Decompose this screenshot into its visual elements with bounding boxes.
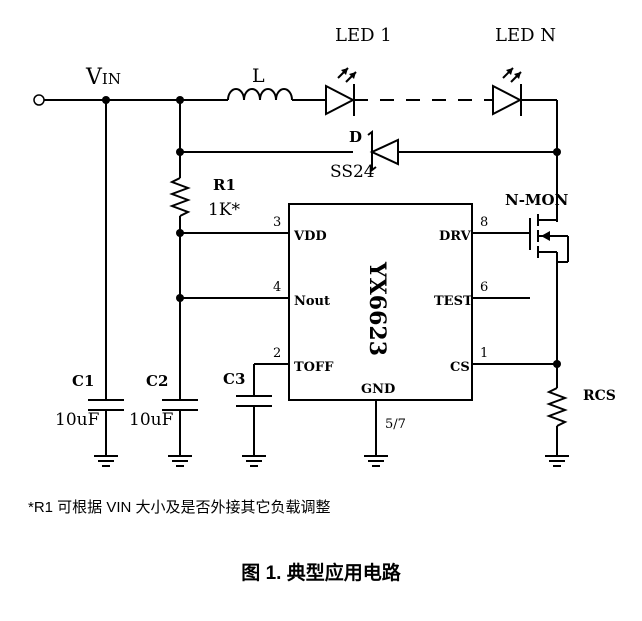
c2-value: 10uF (129, 410, 174, 430)
inductor-label: L (252, 65, 265, 87)
ground-ic (363, 455, 389, 467)
capacitor-c1 (88, 399, 124, 411)
capacitor-c3 (236, 395, 272, 407)
pin-toff-num: 2 (273, 346, 281, 361)
pin-vdd-num: 3 (273, 215, 281, 230)
c3-label: C3 (223, 370, 245, 388)
ic-yx6623 (288, 203, 473, 401)
pin-gnd-num: 5/7 (385, 417, 406, 432)
capacitor-c2 (162, 399, 198, 411)
figure-caption: 图 1. 典型应用电路 (241, 561, 401, 584)
pin-test-num: 6 (480, 280, 488, 295)
c1-value: 10uF (55, 410, 100, 430)
nmos-transistor (529, 214, 569, 263)
rcs-label: RCS (583, 388, 616, 404)
pin-vdd-name: VDD (293, 229, 327, 244)
ground-c3 (241, 455, 267, 467)
pin-drv-name: DRV (439, 229, 472, 244)
ic-name: YX6623 (364, 261, 390, 356)
diode-label: D (349, 128, 362, 146)
nmos-label: N-MON (505, 191, 569, 209)
pin-gnd-name: GND (361, 382, 395, 397)
pin-nout-num: 4 (273, 280, 281, 295)
r1-value: 1K* (208, 200, 241, 220)
pin-test-name: TEST (434, 294, 473, 309)
pin-toff-name: TOFF (294, 360, 334, 375)
pin-nout-name: Nout (294, 294, 330, 309)
ledn-label: LED N (495, 25, 556, 46)
c1-label: C1 (72, 372, 94, 390)
r1-label: R1 (213, 176, 236, 194)
led1-label: LED 1 (335, 25, 392, 46)
vin-terminal (33, 94, 45, 106)
inductor-l (227, 88, 293, 101)
ground-rcs (544, 455, 570, 467)
resistor-r1 (169, 177, 191, 217)
diode-part-label: SS24 (330, 162, 375, 182)
ground-c2 (167, 455, 193, 467)
pin-cs-name: CS (450, 360, 470, 375)
led-1 (325, 67, 357, 116)
vin-label: VIN (85, 65, 121, 90)
footnote: *R1 可根据 VIN 大小及是否外接其它负载调整 (28, 498, 331, 516)
led-n (492, 67, 523, 116)
pin-cs-num: 1 (480, 346, 488, 361)
pin-drv-num: 8 (480, 215, 488, 230)
ground-c1 (93, 455, 119, 467)
resistor-rcs (546, 387, 568, 427)
c2-label: C2 (146, 372, 168, 390)
